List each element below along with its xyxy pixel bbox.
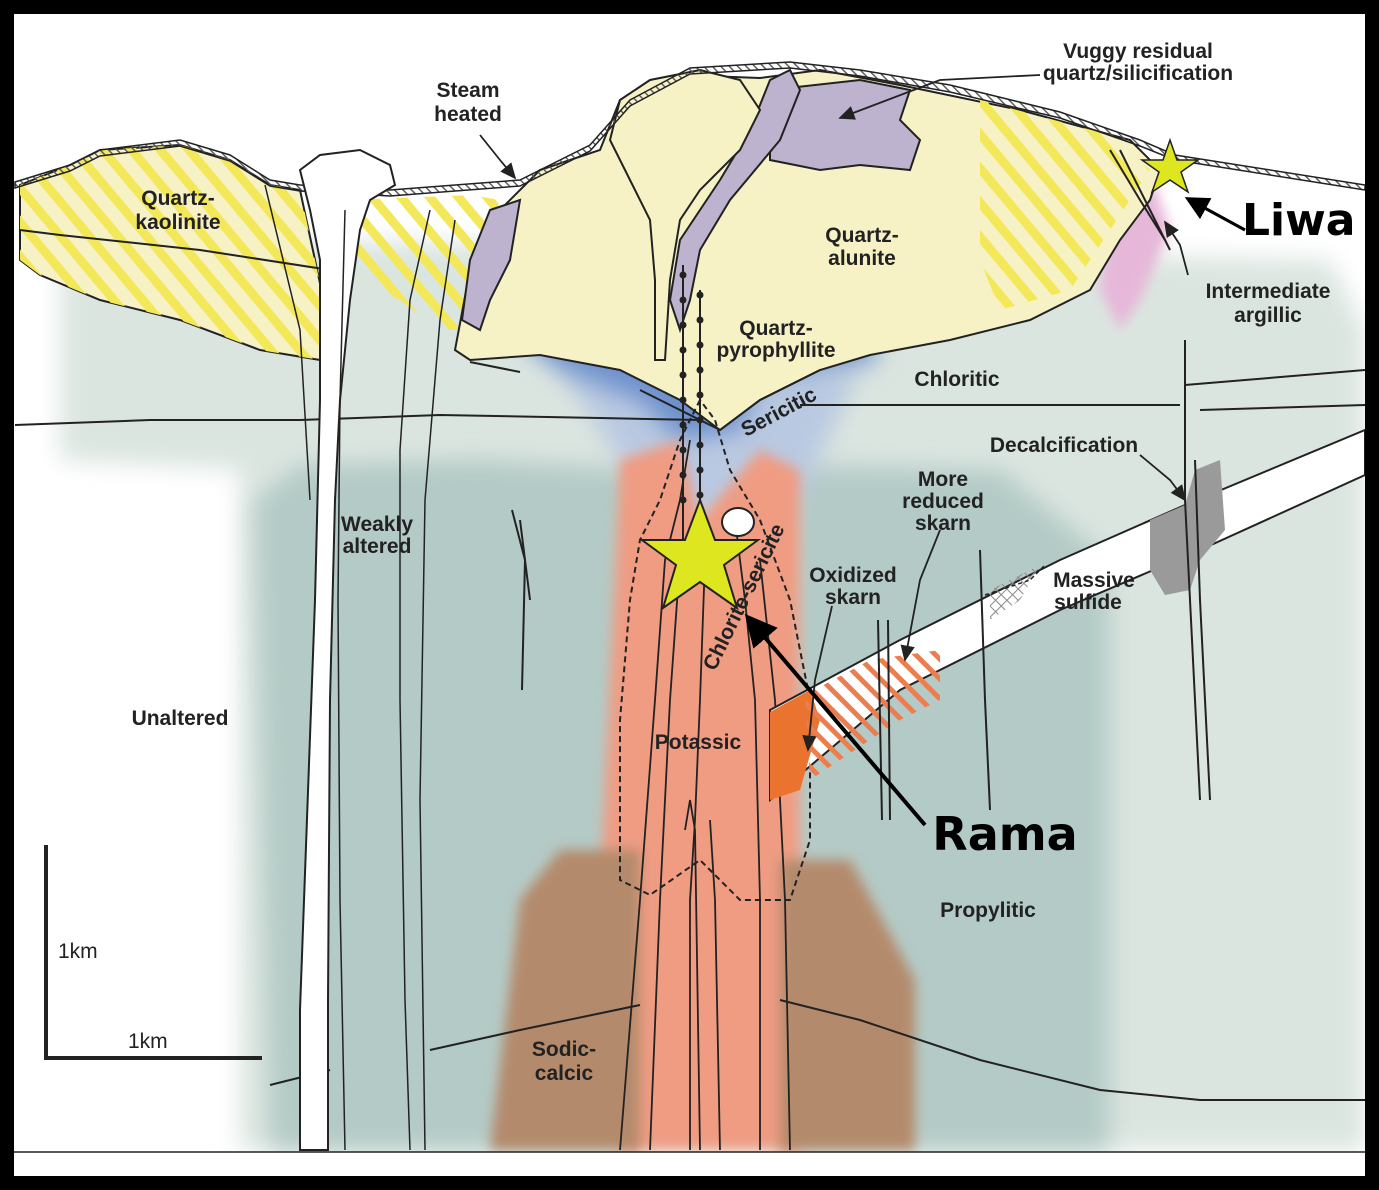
label-liwa: Liwa: [1242, 195, 1355, 246]
scale-vertical-label: 1km: [58, 940, 98, 963]
label-weakly-altered-2: altered: [343, 535, 412, 558]
label-massive-sulfide-1: Massive: [1053, 569, 1135, 592]
label-quartz-pyrophyllite-2: pyrophyllite: [716, 339, 835, 362]
label-sodic-calcic-1: Sodic-: [532, 1038, 596, 1061]
label-decalcification: Decalcification: [990, 434, 1138, 457]
label-vuggy-2: quartz/silicification: [1043, 62, 1233, 85]
label-unaltered: Unaltered: [132, 707, 229, 730]
label-rama: Rama: [932, 807, 1077, 861]
label-quartz-pyrophyllite-1: Quartz-: [739, 317, 813, 340]
scale-horizontal-label: 1km: [128, 1030, 168, 1053]
label-steam-2: heated: [434, 103, 502, 126]
label-intermediate-argillic-2: argillic: [1234, 304, 1302, 327]
label-quartz-kaolinite-2: kaolinite: [135, 211, 220, 234]
label-propylitic: Propylitic: [940, 899, 1036, 922]
label-oxidized-skarn-1: Oxidized: [809, 564, 897, 587]
label-chloritic: Chloritic: [914, 368, 999, 391]
label-intermediate-argillic-1: Intermediate: [1206, 280, 1331, 303]
label-quartz-alunite-1: Quartz-: [825, 224, 899, 247]
label-massive-sulfide-2: sulfide: [1054, 591, 1122, 614]
label-more-reduced-3: skarn: [915, 512, 971, 535]
label-weakly-altered-1: Weakly: [341, 513, 413, 536]
label-quartz-kaolinite-1: Quartz-: [141, 187, 215, 210]
label-steam-1: Steam: [436, 79, 499, 102]
label-more-reduced-1: More: [918, 468, 968, 491]
label-vuggy-1: Vuggy residual: [1063, 40, 1213, 63]
label-oxidized-skarn-2: skarn: [825, 586, 881, 609]
label-potassic: Potassic: [655, 731, 742, 754]
label-sodic-calcic-2: calcic: [535, 1062, 594, 1085]
label-more-reduced-2: reduced: [902, 490, 984, 513]
label-quartz-alunite-2: alunite: [828, 247, 896, 270]
